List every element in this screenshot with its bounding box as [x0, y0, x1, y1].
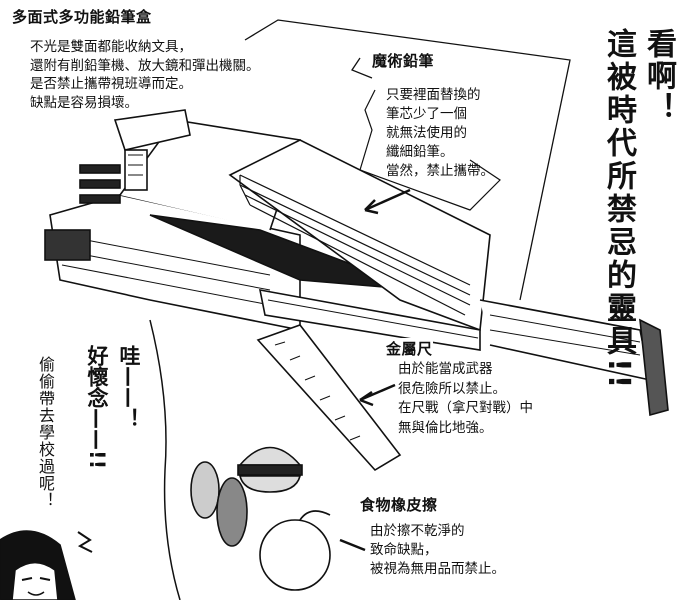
- text-line: 不光是雙面都能收納文具，: [30, 39, 192, 55]
- text-line: 缺點是容易損壞。: [30, 94, 138, 111]
- hamburger: [238, 446, 302, 466]
- sharpener-slots-icon: [79, 149, 148, 204]
- food-eraser-description: 由於擦不乾淨的 致命缺點， 被視為無用品而禁止。: [370, 522, 505, 579]
- metal-ruler-title: 金屬尺: [386, 338, 433, 359]
- text-line: 還附有削鉛筆機、放大鏡和彈出機關。: [30, 57, 260, 74]
- chibi-girl: [0, 530, 93, 600]
- text-line: 致命缺點，: [370, 542, 438, 558]
- shock-mark-icon: [77, 531, 93, 553]
- metal-ruler-description: 由於能當成武器 很危險所以禁止。 在尺戰（拿尺對戰）中 無與倫比地強。: [398, 360, 533, 438]
- shout-line-2: 這被時代所禁忌的靈具!!: [601, 28, 636, 392]
- food-eraser-title: 食物橡皮擦: [360, 494, 438, 515]
- text-line: 是否禁止攜帶視班導而定。: [30, 76, 192, 92]
- pencil-case: [44, 109, 669, 417]
- pickle: [216, 477, 248, 547]
- orange: [259, 519, 331, 591]
- pencil-case-title: 多面式多功能鉛筆盒: [12, 6, 152, 27]
- metal-ruler: [256, 324, 402, 472]
- text-line: 由於擦不乾淨的: [370, 523, 465, 539]
- magic-pencil-description: 只要裡面替換的 筆芯少了一個 就無法使用的 纖細鉛筆。 當然，禁止攜帶。: [386, 86, 494, 181]
- text-line: 由於能當成武器: [398, 361, 493, 377]
- magic-pencils: [239, 174, 471, 316]
- text-line: 只要裡面替換的: [386, 87, 481, 103]
- pencil-case-description: 不光是雙面都能收納文具， 還附有削鉛筆機、放大鏡和彈出機關。 是否禁止攜帶視班導…: [30, 38, 260, 112]
- text-line: 就無法使用的: [386, 125, 467, 141]
- girl-wow: 哇——！: [117, 345, 141, 429]
- text-line: 被視為無用品而禁止。: [370, 561, 505, 577]
- shout-line-1: 看啊！: [641, 28, 676, 124]
- text-line: 當然，禁止攜帶。: [386, 163, 494, 179]
- text-line: 無與倫比地強。: [398, 419, 493, 436]
- girl-sneak: 偷偷帶去學校過呢！: [36, 356, 55, 509]
- food-erasers: [190, 446, 331, 591]
- magic-pencil-title: 魔術鉛筆: [372, 50, 435, 71]
- text-line: 筆芯少了一個: [386, 106, 467, 122]
- text-line: 在尺戰（拿尺對戰）中: [398, 400, 533, 416]
- text-line: 纖細鉛筆。: [386, 144, 454, 160]
- girl-nostalgic: 好懷念——!!: [85, 345, 109, 470]
- text-line: 很危險所以禁止。: [398, 380, 506, 397]
- corn: [190, 461, 220, 519]
